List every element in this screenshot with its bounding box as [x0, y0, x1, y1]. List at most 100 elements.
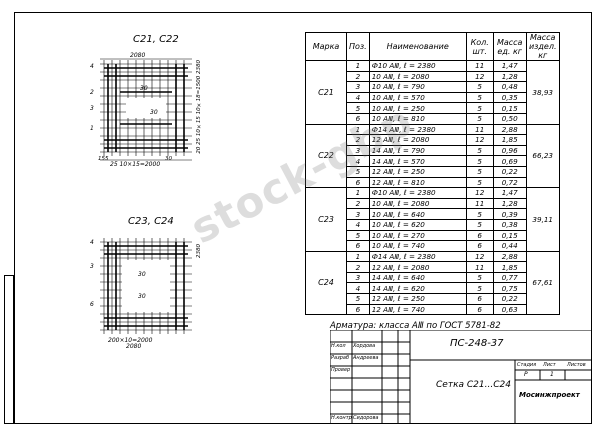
spec-mass-cell: 1,28: [492, 197, 527, 210]
spec-qty-cell: 6: [465, 229, 494, 242]
spec-pos-cell: 5: [346, 102, 370, 114]
title-block: ПС-248-37 Сетка С21...С24 Мосинжпроект С…: [330, 330, 592, 424]
spec-mass-cell: 0,39: [492, 208, 527, 220]
sheets-label: Листов: [567, 362, 586, 368]
spec-mass-cell: 0,22: [492, 165, 527, 178]
spec-qty-cell: 12: [465, 250, 494, 263]
spec-name-cell: 12 АⅢ, ℓ = 250: [368, 165, 467, 178]
spec-item-mass-cell: 38,93: [525, 60, 560, 125]
spec-name-cell: 10 АⅢ, ℓ = 270: [368, 229, 467, 242]
figure-title-top: С21, С22: [133, 34, 179, 45]
spec-mass-cell: 0,38: [492, 218, 527, 231]
role-3: Провер: [331, 367, 351, 373]
doc-code: ПС-248-37: [450, 338, 504, 349]
spec-qty-cell: 11: [465, 123, 494, 136]
spec-name-cell: 10 АⅢ, ℓ = 2080: [368, 70, 467, 83]
spec-pos-cell: 3: [346, 271, 370, 284]
spec-name-cell: 10 АⅢ, ℓ = 640: [368, 208, 467, 220]
specification-table: Марка Поз. Наименование Кол. шт. Масса е…: [305, 32, 560, 316]
spec-qty-cell: 5: [465, 176, 494, 189]
spec-pos-cell: 2: [346, 70, 370, 83]
spec-qty-cell: 6: [465, 293, 494, 305]
spec-pos-cell: 2: [346, 197, 370, 210]
stage-value: Р: [524, 371, 528, 378]
spec-name-cell: 10 АⅢ, ℓ = 250: [368, 102, 467, 114]
spec-name-cell: Ф10 АⅢ, ℓ = 2380: [368, 60, 467, 72]
spec-mark-cell: С24: [305, 250, 347, 316]
signer-3: Сидорова: [353, 415, 379, 421]
svg-text:6: 6: [90, 301, 94, 308]
spec-header-row: Марка Поз. Наименование Кол. шт. Масса е…: [305, 32, 560, 61]
spec-qty-cell: 5: [465, 271, 494, 284]
spec-qty-cell: 5: [465, 81, 494, 93]
spec-qty-cell: 11: [465, 60, 494, 72]
spec-qty-cell: 12: [465, 70, 494, 83]
spec-item-mass-cell: 39,11: [525, 187, 560, 252]
spec-pos-cell: 6: [346, 176, 370, 189]
spec-name-cell: 14 АⅢ, ℓ = 570: [368, 155, 467, 167]
spec-name-cell: Ф14 АⅢ, ℓ = 2380: [368, 250, 467, 263]
spec-name-cell: 14 АⅢ, ℓ = 620: [368, 282, 467, 295]
role-4: Н.контр: [331, 415, 352, 421]
spec-name-cell: 12 АⅢ, ℓ = 2080: [368, 134, 467, 146]
svg-text:2080: 2080: [130, 52, 145, 59]
spec-qty-cell: 12: [465, 187, 494, 199]
spec-qty-cell: 5: [465, 144, 494, 157]
col-mass-unit: Масса ед. кг: [492, 32, 527, 61]
spec-qty-cell: 5: [465, 102, 494, 114]
spec-pos-cell: 5: [346, 165, 370, 178]
svg-text:200×10=2000: 200×10=2000: [108, 337, 153, 344]
sheet-label: Лист: [543, 362, 556, 368]
signer-1: Хордова: [353, 343, 376, 349]
drawing-frame: [14, 12, 592, 424]
svg-text:2080: 2080: [126, 343, 141, 348]
spec-qty-cell: 6: [465, 240, 494, 252]
spec-name-cell: Ф14 АⅢ, ℓ = 2380: [368, 123, 467, 136]
spec-pos-cell: 4: [346, 91, 370, 104]
spec-pos-cell: 3: [346, 208, 370, 220]
spec-qty-cell: 5: [465, 165, 494, 178]
spec-pos-cell: 5: [346, 293, 370, 305]
svg-text:2: 2: [90, 89, 94, 96]
spec-name-cell: 12 АⅢ, ℓ = 2080: [368, 261, 467, 273]
stage-label: Стадия: [517, 362, 537, 368]
role-1: Н.кол: [331, 343, 346, 349]
spec-mass-cell: 1,85: [492, 261, 527, 273]
spec-pos-cell: 1: [346, 60, 370, 72]
spec-mark-cell: С23: [305, 187, 347, 252]
col-mass-item: Масса издел. кг: [525, 32, 560, 61]
spec-mass-cell: 1,47: [492, 187, 527, 199]
spec-mass-cell: 0,15: [492, 229, 527, 242]
spec-pos-cell: 1: [346, 187, 370, 199]
svg-text:3: 3: [90, 105, 94, 112]
spec-mass-cell: 0,22: [492, 293, 527, 305]
top-side-dims: 20 25 10×15 10×18=1500 2380: [196, 60, 202, 154]
spec-name-cell: 10 АⅢ, ℓ = 2080: [368, 197, 467, 210]
spec-mark-cell: С22: [305, 123, 347, 189]
bottom-side-dims: 2380: [196, 244, 202, 258]
spec-name-cell: 14 АⅢ, ℓ = 790: [368, 144, 467, 157]
col-mark: Марка: [305, 32, 347, 61]
binding-strip: [4, 275, 14, 424]
svg-text:4: 4: [90, 63, 94, 70]
spec-mark-cell: С21: [305, 60, 347, 125]
spec-qty-cell: 12: [465, 134, 494, 146]
spec-mass-cell: 0,77: [492, 271, 527, 284]
spec-qty-cell: 6: [465, 303, 494, 316]
spec-qty-cell: 5: [465, 282, 494, 295]
svg-text:1: 1: [90, 125, 94, 132]
spec-mass-cell: 0,44: [492, 240, 527, 252]
spec-mass-cell: 1,85: [492, 134, 527, 146]
title-block-grid: [330, 330, 592, 424]
sheet-value: 1: [550, 371, 554, 378]
svg-text:30: 30: [150, 109, 158, 116]
